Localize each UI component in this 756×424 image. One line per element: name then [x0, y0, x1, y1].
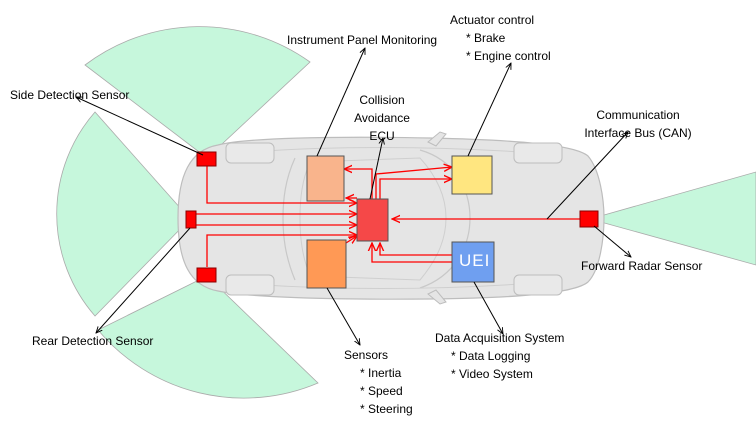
actuator-item: * Brake — [466, 31, 506, 45]
daq-box — [451, 241, 495, 283]
coverage-side-bottom — [97, 275, 319, 399]
coverage-rear — [56, 111, 191, 317]
forward-radar-label: Forward Radar Sensor — [581, 259, 703, 273]
wire-daq-1 — [372, 243, 452, 263]
side-sensor-bottom-node — [196, 267, 217, 283]
callout-side-sensor — [76, 97, 204, 156]
rear-sensor-node — [185, 210, 197, 229]
rear-sensor-label: Rear Detection Sensor — [32, 334, 154, 348]
car-rear-window — [282, 157, 296, 281]
sensors-item: * Steering — [360, 402, 413, 416]
callout-lines — [76, 48, 631, 345]
sensors-title: Sensors — [344, 348, 389, 362]
sensors-item: * Speed — [360, 384, 403, 398]
wire-daq-2 — [380, 243, 452, 256]
ecu-label: Collision Avoidance ECU — [352, 91, 412, 145]
daq-title: Data Acquisition System — [435, 331, 565, 345]
wheel-front-bottom — [513, 274, 563, 296]
sensors-item: * Inertia — [360, 366, 402, 380]
callout-comm-bus — [546, 132, 628, 220]
side-sensor-label: Side Detection Sensor — [10, 88, 130, 102]
wire-side-top — [206, 166, 357, 203]
comm-bus-label: Communication Interface Bus (CAN) — [578, 106, 698, 142]
side-sensor-top-node — [196, 151, 217, 167]
wire-ecu-actuator-3 — [375, 167, 452, 199]
callout-daq — [473, 281, 503, 334]
callout-instrument — [316, 48, 366, 157]
ecu-label-line: Collision — [359, 93, 405, 107]
instrument-panel-label: Instrument Panel Monitoring — [287, 33, 438, 47]
daq-label: Data Acquisition System * Data Logging *… — [435, 329, 564, 383]
wire-side-bottom — [206, 235, 357, 267]
sensors-box — [306, 239, 347, 289]
wheel-front-top — [513, 142, 563, 164]
callout-ecu — [369, 138, 383, 200]
comm-bus-line: Communication — [596, 108, 680, 122]
car-outline — [177, 131, 605, 305]
mirror-top — [427, 131, 447, 147]
actuator-control-label: Actuator control * Brake * Engine contro… — [450, 11, 551, 65]
coverage-areas — [56, 26, 756, 399]
forward-radar-node — [579, 210, 599, 228]
ecu-label-line: Avoidance — [354, 111, 410, 125]
instrument-panel-box — [306, 155, 345, 202]
wheel-rear-top — [225, 142, 275, 164]
comm-bus-line: Interface Bus (CAN) — [584, 126, 692, 140]
wire-ecu-actuator-2 — [379, 179, 452, 199]
sensors-label: Sensors * Inertia * Speed * Steering — [344, 346, 413, 418]
actuator-title: Actuator control — [450, 13, 535, 27]
coverage-forward — [588, 171, 756, 266]
daq-item: * Data Logging — [451, 349, 531, 363]
car-roof — [299, 157, 447, 281]
callout-rear-sensor — [96, 227, 191, 333]
callout-forward-radar — [593, 225, 631, 257]
ecu-box — [356, 198, 389, 242]
mirror-bottom — [427, 289, 447, 305]
actuator-box — [451, 155, 493, 195]
system-boxes — [306, 155, 495, 289]
wire-sensors — [345, 236, 357, 243]
daq-item: * Video System — [451, 367, 533, 381]
callout-actuator — [467, 63, 511, 157]
coverage-side-top — [84, 26, 311, 159]
ecu-label-line: ECU — [369, 129, 395, 143]
callout-sensors — [326, 287, 360, 345]
actuator-item: * Engine control — [466, 49, 551, 63]
car-door-line-bottom — [249, 283, 521, 289]
sensor-nodes — [185, 151, 599, 283]
daq-box-logo-text: UEI — [459, 251, 491, 270]
wheel-rear-bottom — [225, 274, 275, 296]
